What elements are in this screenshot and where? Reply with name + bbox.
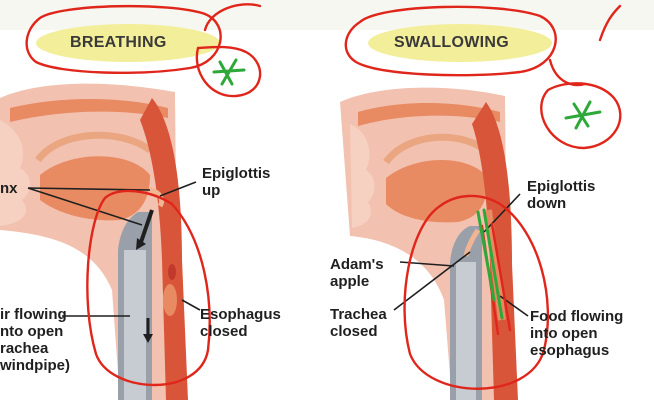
adams-apple-label: Adam's apple <box>330 256 384 290</box>
swallowing-anatomy <box>340 88 518 400</box>
swallowing-squiggle-1 <box>550 60 585 85</box>
food-flowing-label: Food flowing into open esophagus <box>530 308 623 359</box>
trachea-closed-label: Trachea closed <box>330 306 387 340</box>
trachea-lumen <box>124 250 146 400</box>
epiglottis-up-label: Epiglottis up <box>202 165 270 199</box>
green-star-left <box>214 60 244 84</box>
breathing-title: BREATHING <box>70 34 167 52</box>
esophagus-closed-label: Esophagus closed <box>200 306 281 340</box>
air-flowing-label: ir flowing nto open rachea windpipe) <box>0 306 70 374</box>
trachea-lumen <box>456 262 476 400</box>
swallowing-title: SWALLOWING <box>394 34 509 52</box>
larynx-label: nx <box>0 180 18 197</box>
esophagus-fold <box>168 264 176 280</box>
esophagus-leader <box>182 300 200 310</box>
green-star-right <box>566 102 600 128</box>
esophagus-wall <box>163 284 177 316</box>
epiglottis-down-label: Epiglottis down <box>527 178 595 212</box>
tongue <box>386 160 488 222</box>
